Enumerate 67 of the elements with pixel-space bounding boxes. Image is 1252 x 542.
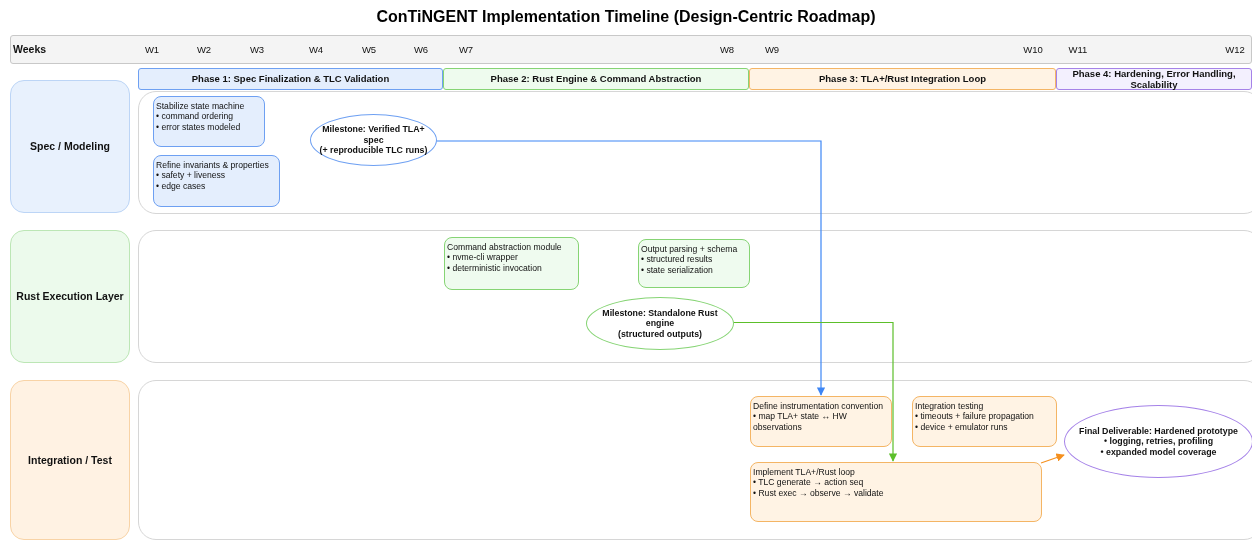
lane-header <box>10 380 130 540</box>
header-label: Weeks <box>13 43 47 56</box>
week-label: W2 <box>196 44 212 55</box>
task-bullet: • map TLA+ state ↔ HW observations <box>753 411 848 432</box>
task-title: Command abstraction module <box>447 242 563 253</box>
week-label: W6 <box>413 44 429 55</box>
phase-label: Phase 1: Spec Finalization & TLC Validation <box>191 73 390 85</box>
week-label: W8 <box>719 44 735 55</box>
task-title: Define instrumentation convention <box>753 401 884 412</box>
task-bullet: • error states modeled <box>156 121 242 132</box>
week-label: W11 <box>1068 44 1088 55</box>
milestone-text: (+ reproducible TLC runs) <box>318 145 429 156</box>
task-title: Stabilize state machine <box>156 101 246 112</box>
lane-label: Spec / Modeling <box>30 140 110 153</box>
header-band <box>10 35 1252 64</box>
phase-label: Phase 4: Hardening, Error Handling, Scalability <box>1071 67 1237 91</box>
week-label: W5 <box>361 44 377 55</box>
task-bullet: • Rust exec → observe → validate <box>753 487 885 498</box>
arrow <box>435 140 826 396</box>
task-card <box>912 396 1057 447</box>
task-bullet: • timeouts + failure propagation <box>915 411 1035 422</box>
lane-header <box>10 80 130 213</box>
task-bullet: • safety + liveness <box>156 170 227 181</box>
task-card <box>153 155 280 207</box>
task-title: Refine invariants & properties <box>156 160 270 171</box>
phase-label: Phase 2: Rust Engine & Command Abstraction <box>490 73 702 85</box>
milestone-text: • expanded model coverage <box>1099 446 1218 458</box>
task-bullet: • state serialization <box>641 264 714 275</box>
phase-label: Phase 3: TLA+/Rust Integration Loop <box>818 73 987 85</box>
arrow <box>732 321 898 462</box>
week-label: W12 <box>1225 44 1245 55</box>
task-card <box>638 239 750 288</box>
milestone-text: (structured outputs) <box>616 328 704 340</box>
lane-label: Integration / Test <box>28 453 112 467</box>
task-bullet: • command ordering <box>156 111 235 122</box>
task-bullet: • TLC generate → action seq <box>753 477 865 488</box>
task-title: Implement TLA+/Rust loop <box>753 467 856 478</box>
task-bullet: • structured results <box>641 254 714 265</box>
milestone-text: Milestone: Verified TLA+ spec <box>321 124 426 146</box>
week-label: W9 <box>764 44 780 55</box>
lane-panel <box>138 380 1252 540</box>
week-label: W7 <box>458 44 474 55</box>
task-title: Integration testing <box>915 401 985 412</box>
lane-label: Rust Execution Layer <box>16 290 124 303</box>
milestone-text: Final Deliverable: Hardened prototype <box>1079 425 1238 437</box>
week-label: W1 <box>144 44 160 55</box>
task-bullet: • device + emulator runs <box>915 421 1009 432</box>
milestone-text: • logging, retries, profiling <box>1102 436 1215 447</box>
week-label: W10 <box>1023 44 1043 55</box>
phase-bar <box>443 68 749 90</box>
task-card <box>750 462 1042 522</box>
task-title: Output parsing + schema <box>641 244 739 255</box>
diagram-title: ConTiNGENT Implementation Timeline (Design-Centric Roadmap) <box>375 8 877 26</box>
arrow <box>1040 453 1065 464</box>
phase-bar <box>138 68 443 90</box>
task-card <box>750 396 892 447</box>
task-card <box>153 96 265 147</box>
phase-bar <box>749 68 1056 90</box>
milestone-text: Milestone: Standalone Rust engine <box>601 307 719 329</box>
task-card <box>444 237 579 290</box>
task-bullet: • deterministic invocation <box>447 262 543 273</box>
week-label: W4 <box>308 44 324 55</box>
week-label: W3 <box>249 44 265 55</box>
task-bullet: • edge cases <box>156 180 207 191</box>
lane-header <box>10 230 130 363</box>
phase-bar <box>1056 68 1252 90</box>
task-bullet: • nvme-cli wrapper <box>447 252 519 263</box>
